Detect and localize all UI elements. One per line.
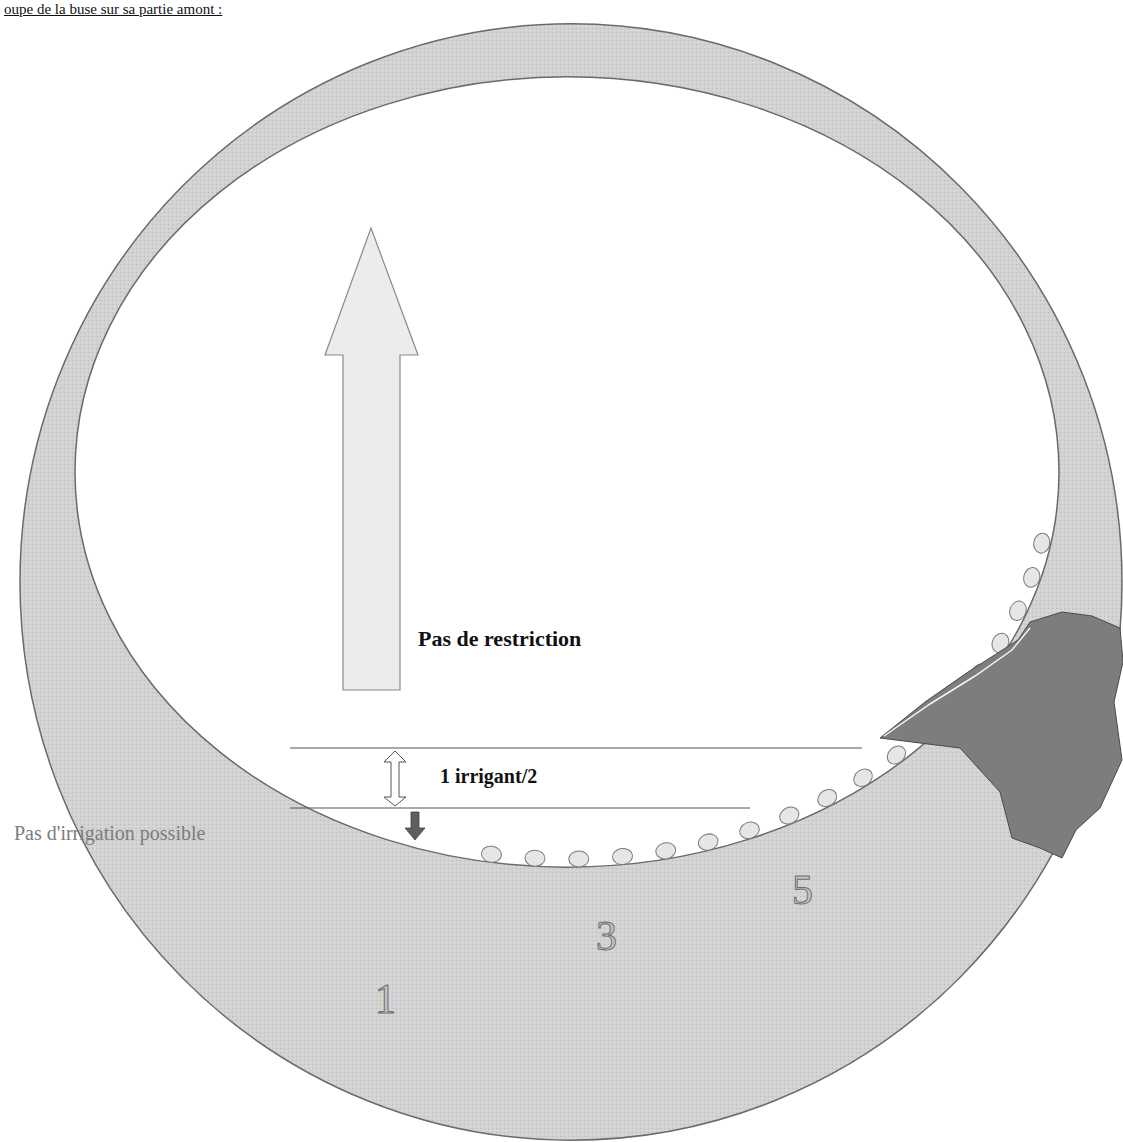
blob-edge <box>884 628 1030 736</box>
pipe-wall <box>20 24 1122 1140</box>
pebble <box>654 841 677 861</box>
pebble <box>480 845 502 864</box>
zone-label: Pas d'irrigation possible <box>14 822 205 845</box>
pebble <box>1007 598 1029 622</box>
pebble <box>850 765 876 790</box>
pebble <box>1021 566 1042 590</box>
down-arrow <box>405 812 425 840</box>
pebble <box>1032 532 1051 555</box>
pebble <box>524 850 545 867</box>
pebble <box>814 786 839 810</box>
pebble <box>777 804 802 827</box>
zone-label: Pas de restriction <box>418 626 581 651</box>
level-line-upper <box>290 748 862 749</box>
callout-number: 1 <box>375 975 396 1023</box>
pebble <box>884 742 910 767</box>
pebble <box>696 832 720 853</box>
pebble <box>737 819 762 841</box>
deposit-blob <box>880 612 1123 858</box>
callout-number: 5 <box>792 866 813 914</box>
pebble <box>612 847 634 865</box>
level-line-lower <box>290 808 750 809</box>
callout-number: 3 <box>596 912 617 960</box>
caption-fragment: oupe de la buse sur sa partie amont : <box>4 1 222 18</box>
double-arrow <box>384 751 406 806</box>
zone-label: 1 irrigant/2 <box>440 765 537 788</box>
up-arrow <box>325 228 418 690</box>
pebble <box>569 851 589 867</box>
